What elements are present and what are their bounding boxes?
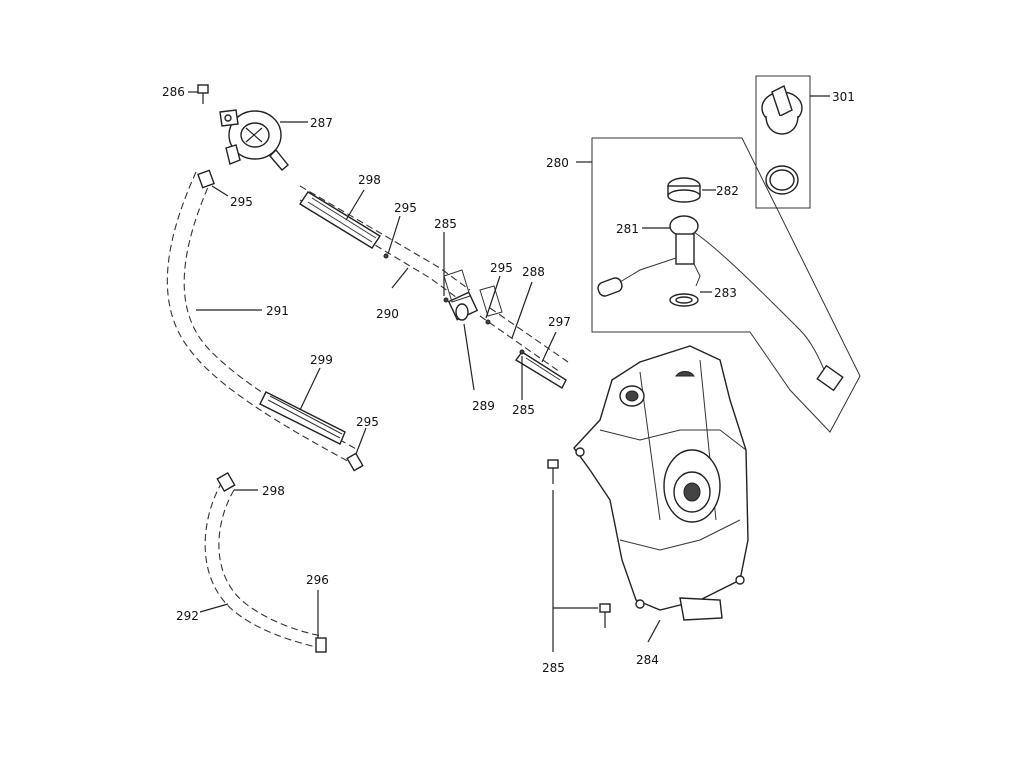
label-285-c: 285 xyxy=(542,661,565,675)
leader-289 xyxy=(463,323,475,391)
label-287: 287 xyxy=(310,116,333,130)
label-290: 290 xyxy=(376,307,399,321)
leader-299 xyxy=(299,367,321,411)
label-289: 289 xyxy=(472,399,495,413)
label-285-a: 285 xyxy=(434,217,457,231)
label-282: 282 xyxy=(716,184,739,198)
leader-288 xyxy=(511,281,533,339)
fuel-line-assembly xyxy=(299,185,569,389)
label-295-a: 295 xyxy=(230,195,253,209)
label-288: 288 xyxy=(522,265,545,279)
label-295-b: 295 xyxy=(394,201,417,215)
leader-284 xyxy=(647,619,661,643)
label-298-top: 298 xyxy=(358,173,381,187)
bolt-285-left xyxy=(547,459,559,484)
leader-295-d xyxy=(355,427,367,455)
label-280: 280 xyxy=(546,156,569,170)
label-296: 296 xyxy=(306,573,329,587)
leader-298-top xyxy=(345,189,365,221)
fuel-cock-287 xyxy=(219,109,289,171)
leader-297 xyxy=(541,331,557,363)
label-291: 291 xyxy=(266,304,289,318)
label-295-c: 295 xyxy=(490,261,513,275)
label-284: 284 xyxy=(636,653,659,667)
leader-292 xyxy=(199,603,229,613)
leader-290 xyxy=(391,267,409,289)
label-297: 297 xyxy=(548,315,571,329)
fuel-cap-301 xyxy=(755,75,811,209)
label-292: 292 xyxy=(176,609,199,623)
label-295-d: 295 xyxy=(356,415,379,429)
fuel-tank-284 xyxy=(573,345,749,621)
bolt-286-top xyxy=(188,84,209,104)
label-283: 283 xyxy=(714,286,737,300)
hose-292 xyxy=(204,471,327,653)
fuel-gauge-group-280 xyxy=(591,137,861,433)
label-281: 281 xyxy=(616,222,639,236)
leader-295-a xyxy=(211,185,229,197)
label-286-top: 286 xyxy=(162,85,185,99)
leader-295-c xyxy=(485,275,501,319)
sleeve-299 xyxy=(259,391,346,445)
label-285-b: 285 xyxy=(512,403,535,417)
label-301: 301 xyxy=(832,90,855,104)
label-299: 299 xyxy=(310,353,333,367)
label-298-bot: 298 xyxy=(262,484,285,498)
bolt-285-right xyxy=(599,603,611,628)
leader-295-b xyxy=(387,215,401,255)
